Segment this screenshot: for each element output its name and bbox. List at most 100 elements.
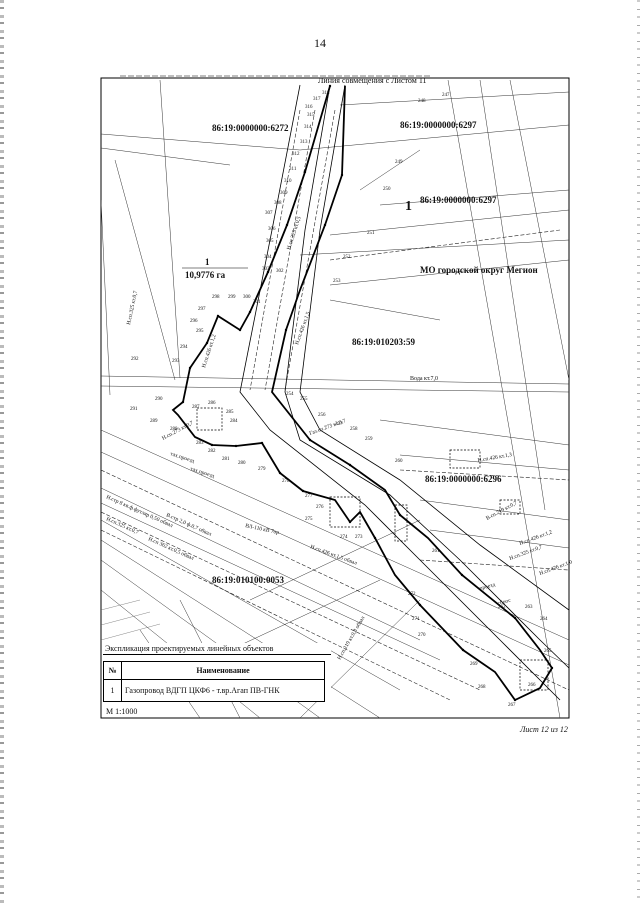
feature-label: В.сп.219 кт.0,7 [485, 500, 518, 522]
point-label: 312 [292, 152, 300, 157]
point-label: 253 [333, 279, 341, 284]
point-label: 259 [365, 437, 373, 442]
feature-label: Н.сп.426 кт.1,5 обвал [309, 543, 358, 567]
cadastral-label: 86:19:010100:0053 [212, 575, 284, 585]
cadastral-label: 86:19:0000000:6296 [425, 474, 502, 484]
feature-label: Н.сп.426 кт.1,2 [201, 334, 217, 369]
project-boundary [171, 85, 554, 702]
point-label: 317 [313, 97, 321, 102]
point-label: 298 [212, 295, 220, 300]
dashed-enclosures [196, 407, 549, 691]
legend-header-no: № [104, 662, 122, 680]
feature-label: Н.сп.325 кт.0,7 [509, 544, 544, 562]
point-label: 250 [383, 187, 391, 192]
feature-label: сброс [497, 597, 512, 607]
point-label: 256 [318, 413, 326, 418]
feature-label: Н.сп.325 кт.0,7 [105, 516, 139, 536]
hatching [101, 599, 161, 641]
point-label: 292 [131, 357, 139, 362]
map-frame [100, 77, 570, 719]
point-label: 284 [230, 419, 238, 424]
point-label: 301 [253, 300, 261, 305]
feature-label: ВЛ-110 кВ 7ор [245, 523, 280, 536]
point-label: 314 [304, 125, 312, 130]
point-label: 252 [343, 255, 351, 260]
cadastral-label: 86:19:010203:59 [352, 337, 415, 347]
point-label: 270 [418, 633, 426, 638]
point-label: 257 [335, 422, 343, 427]
utility-lines [101, 109, 569, 701]
point-label: 248 [418, 99, 426, 104]
boundary-points [181, 84, 554, 702]
point-label: 278 [282, 479, 290, 484]
feature-label: тах.проезд [189, 466, 215, 479]
point-label: 286 [208, 401, 216, 406]
point-label: 255 [300, 397, 308, 402]
point-label: 308 [274, 201, 282, 206]
point-label: 266 [528, 683, 536, 688]
point-label: 249 [395, 160, 403, 165]
scan-edge-left [0, 0, 4, 905]
point-label: 271 [412, 617, 420, 622]
point-label: 262 [498, 605, 506, 610]
legend-row-name: Газопровод ВДГП ЦКФ6 - т.вр.Агап ПВ-ГНК [125, 686, 280, 695]
feature-label: Н.сп.426 кт.1,5 [294, 311, 312, 346]
page-number: 14 [314, 36, 326, 50]
point-label: 274 [340, 535, 348, 540]
point-label: 282 [208, 449, 216, 454]
point-label: 299 [228, 295, 236, 300]
point-label: 294 [180, 345, 188, 350]
point-label: 289 [150, 419, 158, 424]
point-label: 309 [280, 191, 288, 196]
point-label: 302 [276, 269, 284, 274]
point-label: 281 [222, 457, 230, 462]
legend-explication: Экспликация проектируемых линейных объек… [103, 643, 331, 702]
point-label: 251 [367, 231, 375, 236]
cadastral-label: 86:19:0000000:6272 [212, 123, 289, 133]
road-corridor [239, 84, 569, 701]
point-label: 315 [307, 113, 315, 118]
feature-label: проезд [479, 582, 496, 592]
point-label: 247 [442, 93, 450, 98]
point-label: 300 [243, 295, 251, 300]
point-label: 277 [305, 494, 313, 499]
legend-title: Экспликация проектируемых линейных объек… [103, 643, 331, 655]
point-label: 261 [432, 549, 440, 554]
point-label: 265 [544, 649, 552, 654]
sheet-footer: Лист 12 из 12 [520, 725, 568, 734]
legend-table: № Наименование 1 Газопровод ВДГП ЦКФ6 - … [103, 661, 325, 702]
feature-label: Н.сп.426 кт.1,0 [539, 559, 574, 577]
point-label: 268 [478, 685, 486, 690]
point-label: 297 [198, 307, 206, 312]
point-label: 264 [540, 617, 548, 622]
parcel-lines [101, 79, 569, 718]
point-label: 275 [305, 517, 313, 522]
point-label: 283 [196, 441, 204, 446]
area-number: 1 [205, 257, 210, 267]
point-label: 287 [192, 405, 200, 410]
cadastral-label: 86:19:0000000:6297 [400, 120, 477, 130]
point-label: 276 [316, 505, 324, 510]
point-label: 288 [170, 427, 178, 432]
point-label: 258 [350, 427, 358, 432]
point-label: 280 [238, 461, 246, 466]
feature-label: Газ.сп.273 кт.0,7 [309, 418, 347, 437]
route-number: 1 [405, 199, 412, 214]
point-label: 307 [265, 211, 273, 216]
point-label: 304 [264, 255, 272, 260]
feature-label: Н.сп.426 кт.1,2 [519, 529, 554, 547]
point-label: 273 [355, 535, 363, 540]
point-label: 269 [470, 662, 478, 667]
feature-label: Н.сп.219 кт.0,8 обвал [336, 615, 367, 661]
point-label: 291 [130, 407, 138, 412]
point-label: 290 [155, 397, 163, 402]
point-label: 303 [262, 267, 270, 272]
point-number-labels: 318 317 316 315 314 313 312 311 310 309 … [130, 91, 552, 708]
map-scale: М 1:1000 [106, 707, 137, 716]
area-value: 10,9776 га [185, 270, 226, 280]
point-label: 267 [508, 703, 516, 708]
point-label: 316 [305, 105, 313, 110]
municipality-label: МО городской округ Мегион [420, 265, 538, 275]
point-label: 254 [286, 392, 294, 397]
